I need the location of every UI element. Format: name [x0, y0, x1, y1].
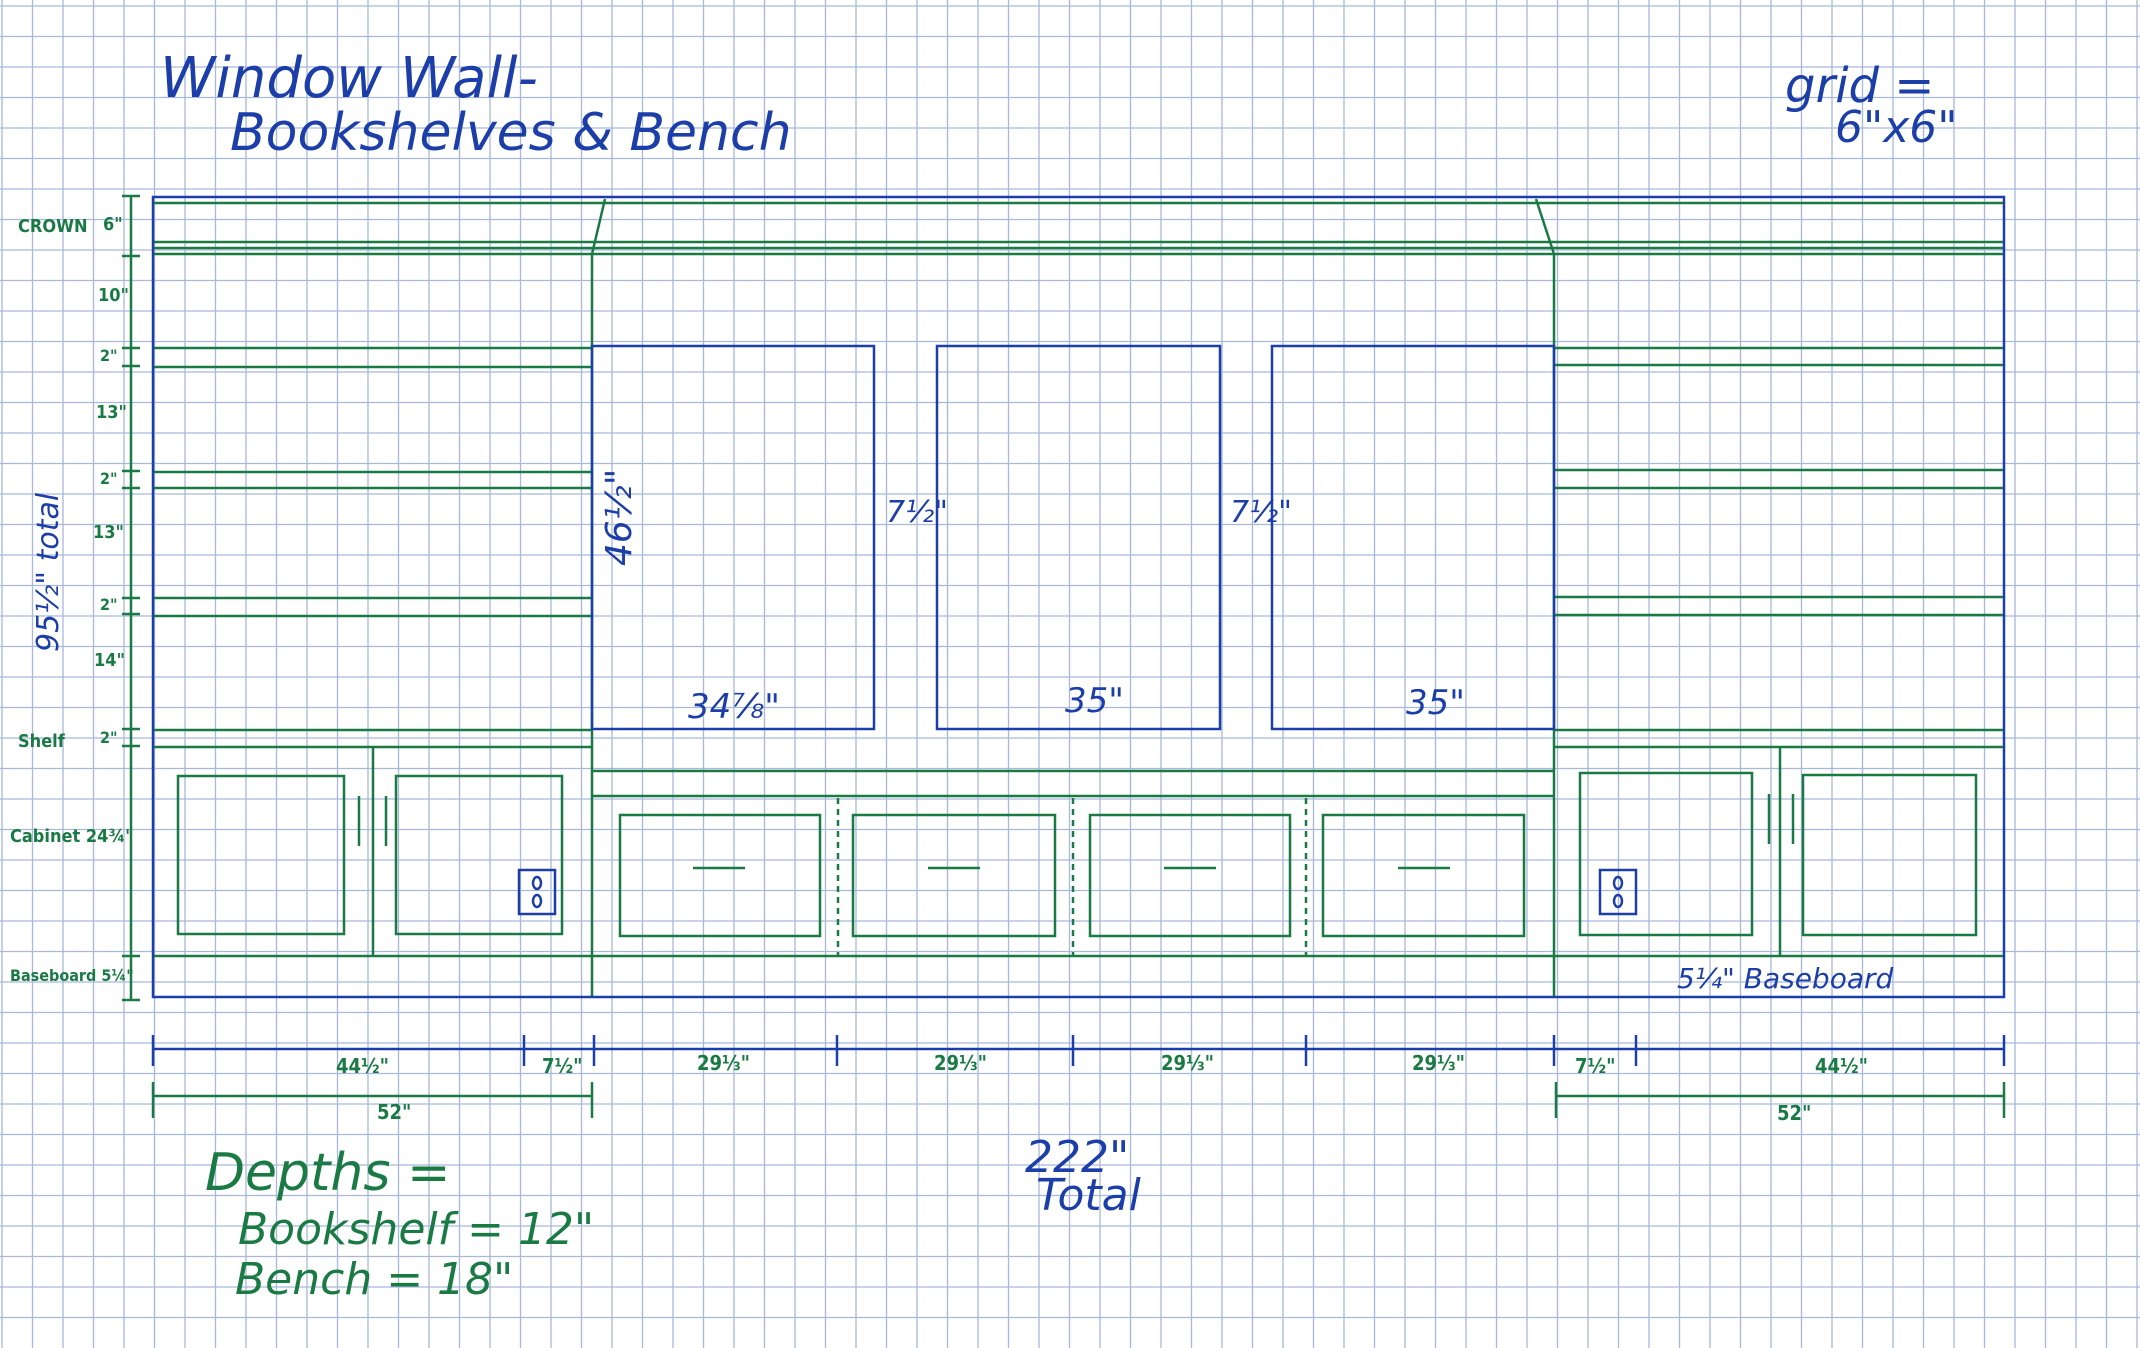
window-width-3: 35" [1406, 683, 1465, 723]
crown-label: CROWN [18, 216, 88, 237]
drawer-width-1: 29⅓" [697, 1051, 750, 1075]
title-block: Window Wall- Bookshelves & Bench [160, 46, 792, 163]
total-height-label: 95½" total [31, 492, 66, 652]
dim-2c: 2" [100, 595, 118, 614]
height-labels: CROWN 6" 10" 2" 13" 2" 13" 2" 14" Shelf … [10, 214, 134, 985]
grid-note: grid = 6"x6" [1785, 58, 1958, 153]
title-line-2: Bookshelves & Bench [230, 103, 792, 163]
dim-10: 10" [98, 285, 129, 306]
window-width-2: 35" [1065, 681, 1124, 721]
title-line-1: Window Wall- [160, 46, 538, 111]
baseboard-label: Baseboard 5¼" [10, 966, 134, 985]
right-bookshelf-width: 44½" [1815, 1054, 1868, 1078]
total-width-value: 222" [1025, 1132, 1129, 1183]
grid-note-line-1: grid = [1785, 58, 1934, 114]
depths-bookshelf: Bookshelf = 12" [238, 1204, 594, 1255]
window-height-label: 46½" [599, 469, 640, 566]
shelf-dim: 2" [100, 728, 118, 747]
window-labels: 46½" 7½" 7½" 34⅞" 35" 35" 5¼" Baseboard [599, 469, 1893, 995]
dim-13b: 13" [93, 522, 124, 543]
right-gap-width: 7½" [1575, 1054, 1616, 1078]
total-width-label: Total [1036, 1170, 1142, 1221]
grid-note-line-2: 6"x6" [1835, 102, 1958, 153]
window-width-1: 34⅞" [688, 687, 780, 727]
shelf-label: Shelf [18, 731, 66, 752]
depths-note: Depths = Bookshelf = 12" Bench = 18" [205, 1143, 594, 1305]
total-width-note: 222" Total [1025, 1132, 1142, 1221]
crown-dim: 6" [103, 214, 123, 235]
depths-bench: Bench = 18" [235, 1254, 513, 1305]
baseboard-right-label: 5¼" Baseboard [1677, 962, 1893, 995]
dim-14: 14" [94, 650, 125, 671]
right-total-width: 52" [1777, 1101, 1811, 1125]
cabinet-label: Cabinet 24¾" [10, 826, 134, 847]
window-gap-1: 7½" [886, 495, 948, 530]
dim-13a: 13" [96, 402, 127, 423]
drawer-width-4: 29⅓" [1412, 1051, 1465, 1075]
dim-2b: 2" [100, 469, 118, 488]
left-gap-width: 7½" [542, 1054, 583, 1078]
drawer-width-2: 29⅓" [934, 1051, 987, 1075]
width-labels: 44½" 7½" 29⅓" 29⅓" 29⅓" 29⅓" 7½" 44½" 52… [336, 1051, 1868, 1125]
drawer-width-3: 29⅓" [1161, 1051, 1214, 1075]
green-cabinetry [122, 194, 2006, 1118]
window-gap-2: 7½" [1230, 495, 1292, 530]
depths-heading: Depths = [205, 1143, 451, 1203]
left-bookshelf-width: 44½" [336, 1054, 389, 1078]
dim-2a: 2" [100, 346, 118, 365]
blue-outlines [151, 195, 2006, 1066]
left-total-width: 52" [377, 1100, 411, 1124]
